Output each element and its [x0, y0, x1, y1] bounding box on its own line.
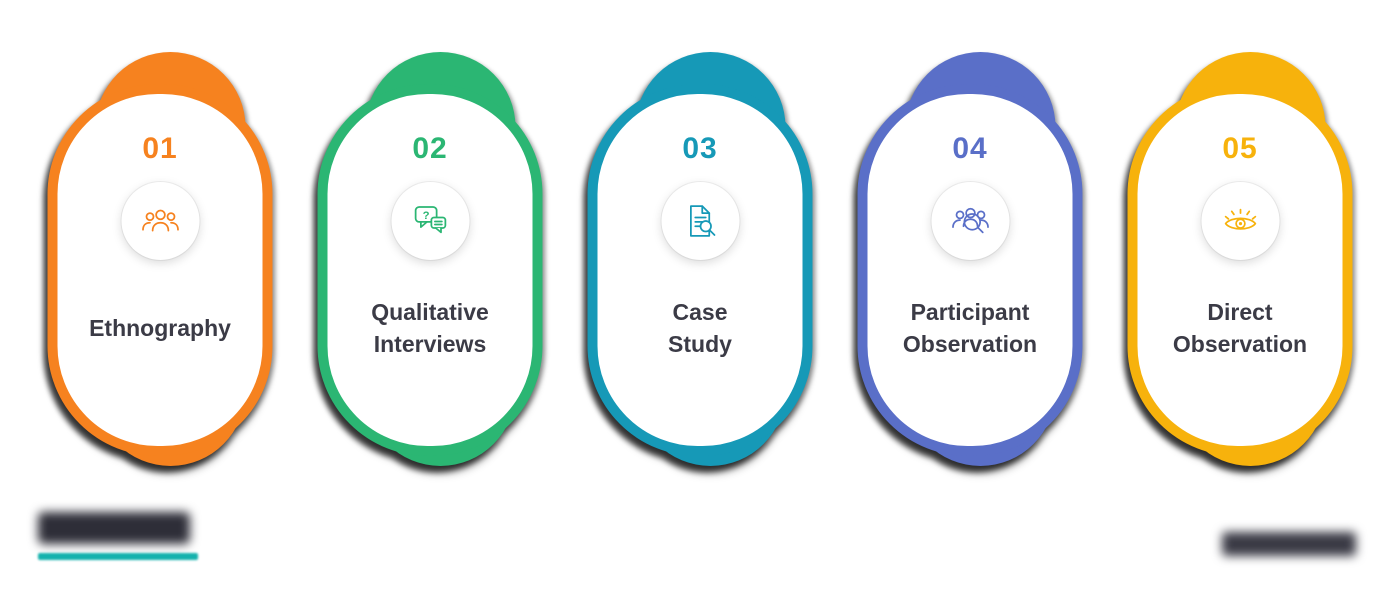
card-number: 03: [682, 132, 718, 165]
methods-row: 01 Ethnography 02 ?: [47, 52, 1353, 466]
card-number: 01: [142, 132, 178, 165]
blurred-watermark-text: [1222, 532, 1356, 556]
card-label-box: Direct Observation: [1173, 278, 1307, 378]
blurred-logo-text: [38, 512, 190, 544]
people-search-icon: [931, 182, 1009, 260]
card-label: Qualitative Interviews: [371, 298, 489, 357]
card-label-box: Ethnography: [89, 278, 231, 378]
card-number: 02: [412, 132, 448, 165]
card-label: Case Study: [668, 298, 732, 357]
card-ethnography: 01 Ethnography: [47, 52, 273, 466]
card-label-box: Participant Observation: [903, 278, 1037, 378]
card-front: 01 Ethnography: [47, 84, 273, 456]
card-case-study: 03 Case Study: [587, 52, 813, 466]
card-label: Direct Observation: [1172, 298, 1308, 357]
card-label: Participant Observation: [902, 298, 1038, 357]
chat-question-icon: ?: [391, 182, 469, 260]
svg-text:?: ?: [422, 210, 429, 222]
card-front: 05 Direct Observation: [1127, 84, 1353, 456]
card-label-box: Case Study: [668, 278, 732, 378]
users-group-icon: [121, 182, 199, 260]
card-number: 05: [1222, 132, 1258, 165]
card-number: 04: [952, 132, 988, 165]
card-label: Ethnography: [89, 314, 231, 341]
document-search-icon: [661, 182, 739, 260]
blurred-logo: [38, 512, 198, 560]
card-front: 02 ? Qualitative Interviews: [317, 84, 543, 456]
card-direct-observation: 05 Direct Observation: [1127, 52, 1353, 466]
card-label-box: Qualitative Interviews: [371, 278, 489, 378]
logo-underline: [38, 553, 198, 560]
card-participant-observation: 04 Participant Observation: [857, 52, 1083, 466]
eye-icon: [1201, 182, 1279, 260]
card-qualitative-interviews: 02 ? Qualitative Interviews: [317, 52, 543, 466]
card-front: 03 Case Study: [587, 84, 813, 456]
card-front: 04 Participant Observation: [857, 84, 1083, 456]
